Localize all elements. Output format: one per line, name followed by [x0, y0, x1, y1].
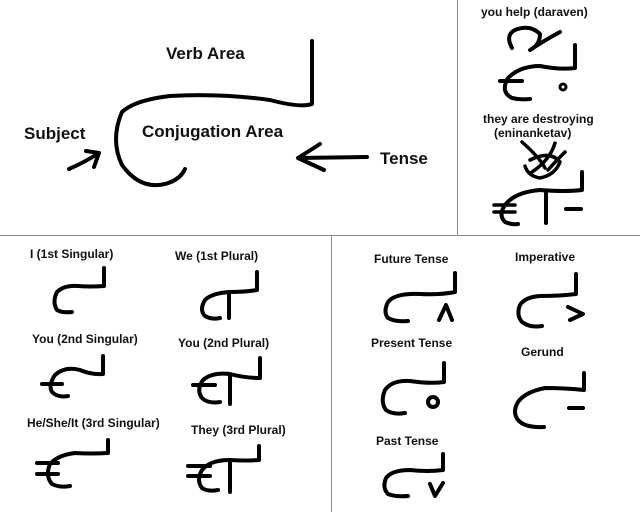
verb-area-label: Verb Area — [166, 44, 245, 63]
main-verb-glyph — [114, 39, 314, 188]
person-label-1st-plural: We (1st Plural) — [175, 249, 259, 263]
tense-label-present: Present Tense — [371, 336, 453, 350]
glyph-you-help — [498, 25, 577, 102]
tense-label-imperative: Imperative — [515, 250, 576, 264]
tense-label: Tense — [380, 149, 428, 168]
glyph-they-destroying — [492, 140, 584, 227]
person-label-3rd-plural: They (3rd Plural) — [191, 423, 286, 437]
person-label-1st-singular: I (1st Singular) — [30, 247, 114, 261]
tense-label-future: Future Tense — [374, 252, 449, 266]
glyph-2nd-singular — [40, 354, 105, 399]
conjugation-area-label: Conjugation Area — [142, 122, 284, 141]
example-label-they-destroying: they are destroying — [483, 112, 594, 126]
glyph-3rd-plural — [186, 444, 261, 494]
example-label-eninanketav: (eninanketav) — [494, 126, 572, 140]
divider-vertical-top — [457, 0, 458, 235]
subject-label: Subject — [24, 124, 86, 143]
tense-label-gerund: Gerund — [521, 345, 564, 359]
divider-horizontal — [0, 235, 640, 236]
glyph-1st-singular — [52, 266, 106, 315]
person-label-2nd-singular: You (2nd Singular) — [32, 332, 138, 346]
person-label-2nd-plural: You (2nd Plural) — [178, 336, 270, 350]
glyph-1st-plural — [200, 270, 259, 321]
tense-label-past: Past Tense — [376, 434, 439, 448]
glyph-3rd-singular — [35, 438, 110, 489]
divider-vertical-bottom — [331, 236, 332, 512]
subject-arrow-icon — [67, 149, 101, 171]
example-label-you-help: you help (daraven) — [481, 5, 588, 19]
glyph-2nd-plural — [191, 356, 262, 406]
person-label-3rd-singular: He/She/It (3rd Singular) — [27, 416, 160, 430]
tense-arrow-icon — [296, 142, 369, 172]
